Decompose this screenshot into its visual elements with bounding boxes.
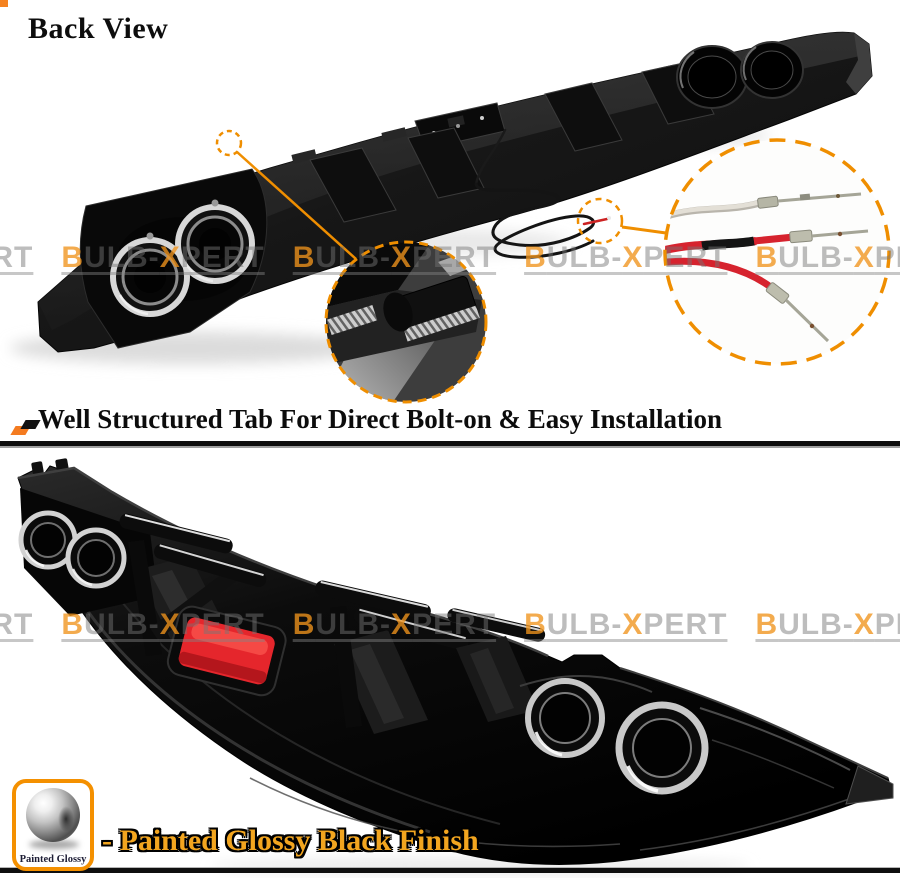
section-divider (0, 441, 900, 446)
finish-caption: - Painted Glossy Black Finish (102, 824, 479, 857)
left-exhaust-tips (79, 168, 268, 349)
diffuser-back-body (37, 31, 873, 353)
feature-caption: Well Structured Tab For Direct Bolt-on &… (38, 404, 723, 434)
fin-cluster-middle (315, 580, 469, 734)
bottom-divider-shadow (0, 867, 900, 868)
tab-zoom-circle (324, 240, 488, 404)
wire-harness (474, 128, 611, 259)
fin-cluster-right (447, 608, 546, 722)
wiring-zoom-circle (663, 138, 891, 366)
diffuser-fins (309, 61, 715, 223)
bottom-divider (0, 868, 900, 873)
corner-accent (0, 0, 8, 7)
wire-spot-circle (576, 197, 667, 245)
right-exhaust-tips-front (519, 674, 851, 795)
tab-spot-circle (215, 129, 357, 260)
back-view-photo (10, 31, 891, 404)
diffuser-front-body (17, 458, 894, 865)
red-reflector (166, 605, 287, 697)
front-view-photo (17, 458, 894, 875)
back-view-title: Back View (28, 12, 169, 45)
section-divider-shadow (0, 446, 900, 448)
painted-glossy-badge: Painted Glossy (12, 779, 94, 871)
right-exhaust-tips (676, 33, 872, 109)
left-exhaust-tips-front (18, 488, 158, 616)
badge-label: Painted Glossy (19, 854, 87, 865)
chrome-ball-shadow (29, 840, 79, 849)
chrome-ball-icon (26, 788, 80, 842)
